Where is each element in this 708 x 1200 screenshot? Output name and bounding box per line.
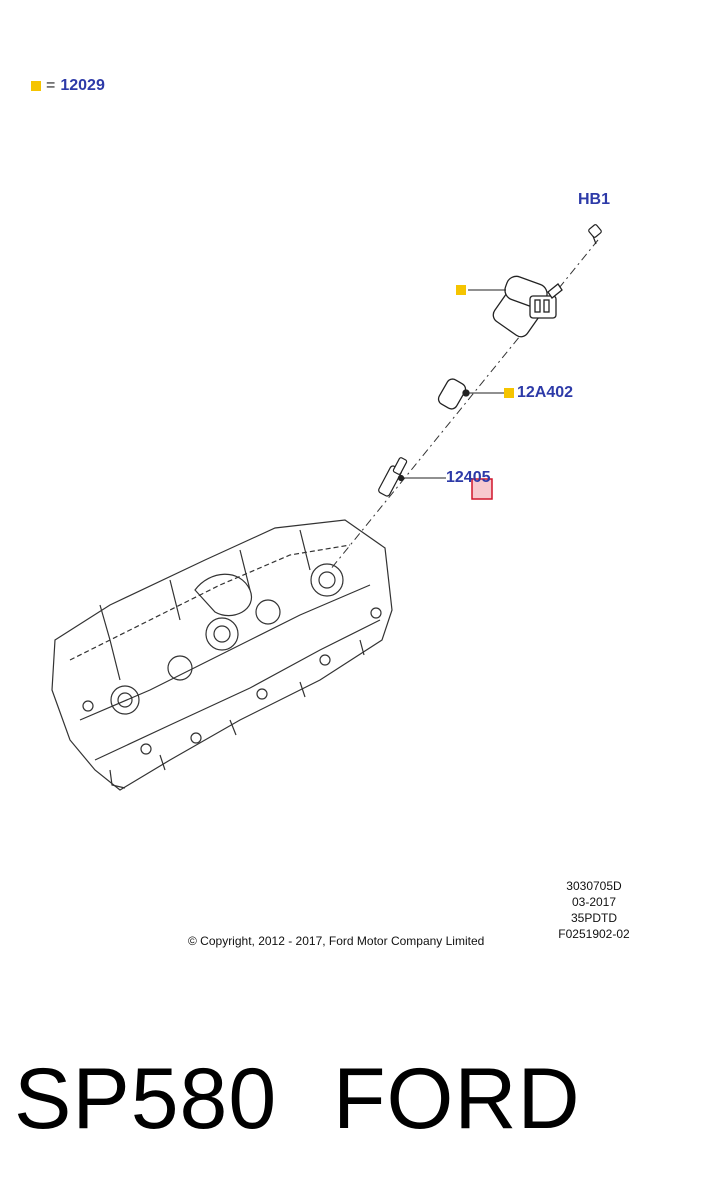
- meta-line-1: 3030705D: [566, 879, 622, 893]
- marker-12a402: [504, 388, 514, 398]
- callout-12a402: 12A402: [517, 384, 574, 401]
- highlight-box: [471, 478, 493, 500]
- ignition-coil: [492, 275, 563, 338]
- marker-square: [31, 81, 41, 91]
- legend-part-number: 12029: [60, 77, 105, 94]
- drawing-metadata: 3030705D 03-2017 35PDTD F0251902-02: [540, 878, 648, 942]
- legend-equals: =: [46, 77, 56, 94]
- caption-brand: FORD: [333, 1051, 581, 1147]
- callout-12405: 12405: [446, 469, 491, 486]
- coil-boot: [437, 378, 470, 410]
- meta-line-4: F0251902-02: [558, 927, 630, 941]
- marker-coil: [456, 285, 466, 295]
- assembly-axis: [329, 239, 599, 571]
- copyright-notice: © Copyright, 2012 - 2017, Ford Motor Com…: [188, 934, 485, 948]
- meta-line-2: 03-2017: [571, 895, 617, 909]
- callout-hb1: HB1: [578, 191, 611, 208]
- caption-part-number: SP580: [14, 1051, 278, 1147]
- bolt-hb1: [588, 224, 602, 245]
- legend: = 12029: [31, 77, 105, 95]
- meta-line-3: 35PDTD: [570, 911, 617, 925]
- spark-plug: [378, 457, 408, 497]
- cylinder-head: [51, 519, 393, 791]
